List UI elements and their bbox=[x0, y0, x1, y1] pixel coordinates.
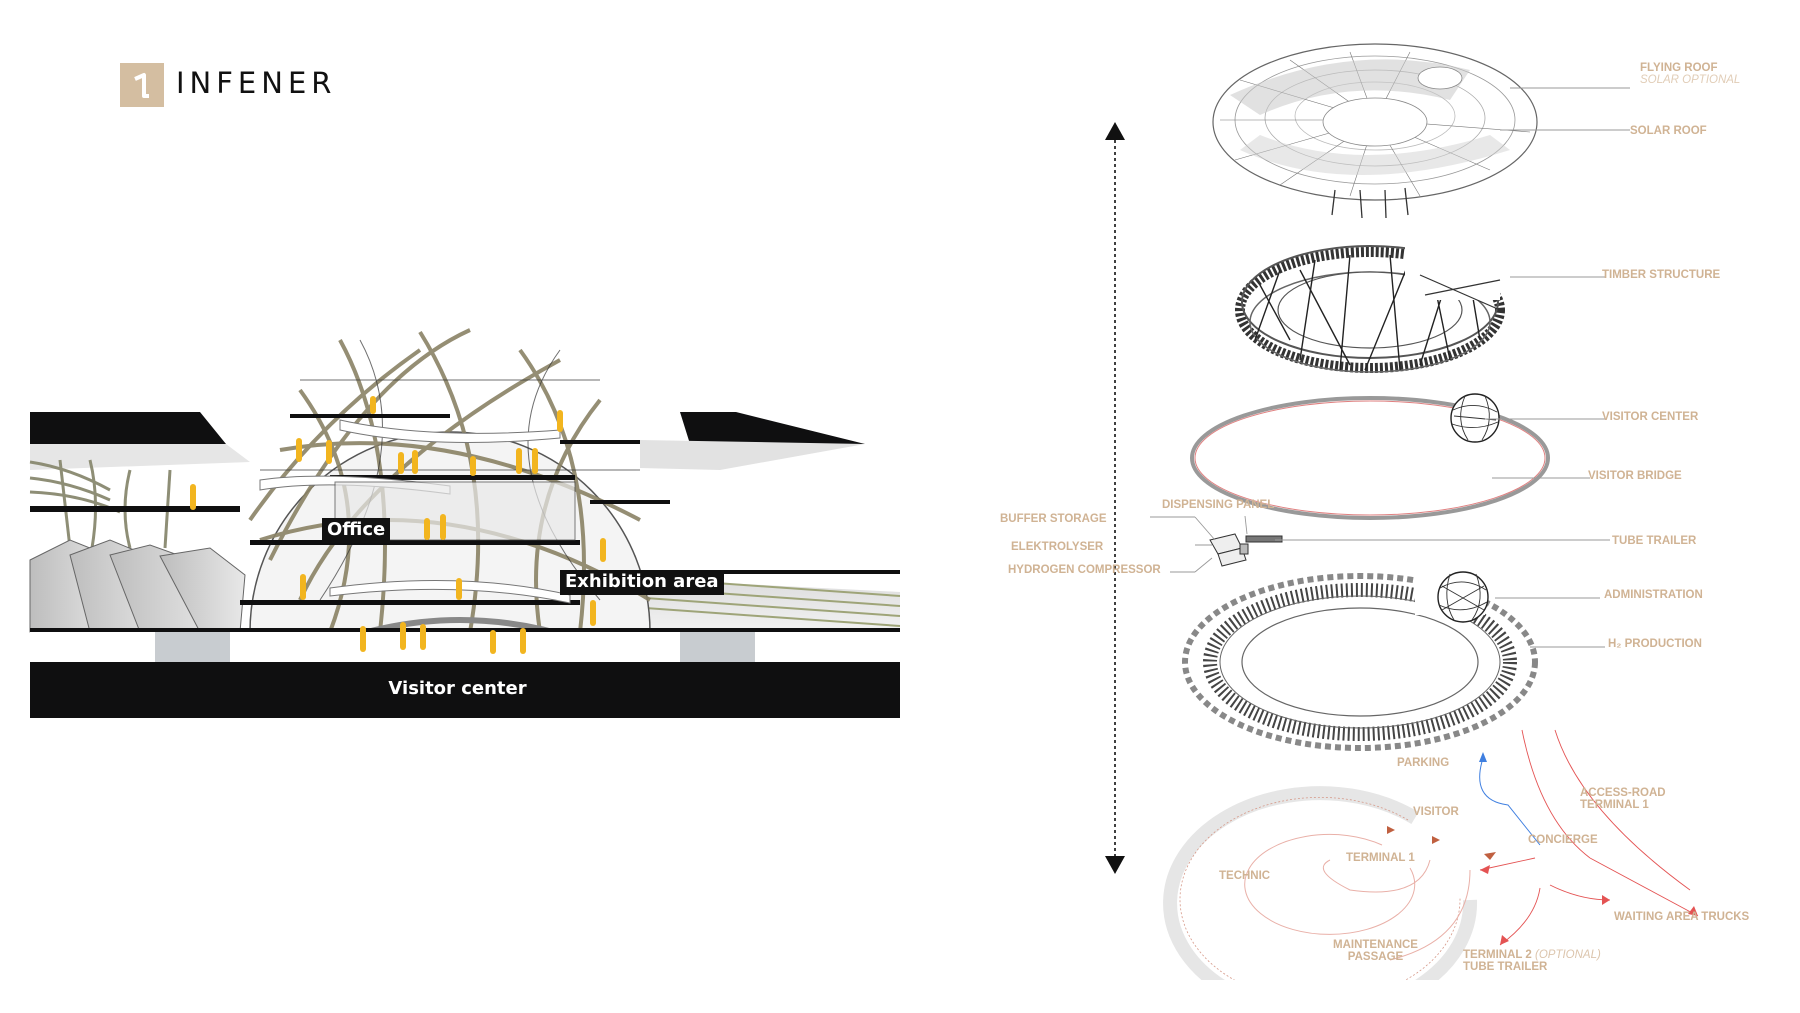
visitor-center-layer bbox=[1190, 393, 1550, 520]
label-terminal-2-optional: (OPTIONAL) bbox=[1535, 949, 1601, 961]
label-visitor: VISITOR bbox=[1413, 806, 1459, 818]
logo-mark bbox=[120, 63, 164, 107]
flying-roof-layer bbox=[1212, 43, 1538, 201]
label-parking: PARKING bbox=[1397, 757, 1450, 769]
label-administration: ADMINISTRATION bbox=[1604, 589, 1703, 601]
label-maintenance-passage: MAINTENANCE PASSAGE bbox=[1333, 939, 1418, 963]
label-buffer-storage: BUFFER STORAGE bbox=[1000, 513, 1107, 525]
label-elektrolyser: ELEKTROLYSER bbox=[1011, 541, 1104, 553]
exploded-axonometric-diagram bbox=[1150, 43, 1699, 980]
timber-structure-layer bbox=[1235, 245, 1505, 373]
equipment-cluster bbox=[1209, 533, 1283, 567]
logo-glyph-icon bbox=[134, 73, 149, 98]
h2-production-layer bbox=[1182, 571, 1538, 751]
label-visitor-center-diagram: VISITOR CENTER bbox=[1602, 411, 1699, 423]
label-flying-roof: FLYING ROOF SOLAR OPTIONAL bbox=[1640, 62, 1741, 86]
label-h2-production: H₂ PRODUCTION bbox=[1608, 638, 1702, 650]
brand-name: INFENER bbox=[176, 66, 337, 100]
vertical-height-arrow bbox=[1105, 122, 1125, 874]
label-dispensing-panel: DISPENSING PANEL bbox=[1162, 499, 1275, 511]
building-section-drawing bbox=[29, 328, 900, 718]
label-visitor-bridge: VISITOR BRIDGE bbox=[1588, 470, 1682, 482]
label-terminal-1: TERMINAL 1 bbox=[1346, 852, 1415, 864]
label-solar-optional: SOLAR OPTIONAL bbox=[1640, 74, 1741, 86]
label-waiting-area-trucks: WAITING AREA TRUCKS bbox=[1614, 911, 1750, 923]
label-technic: TECHNIC bbox=[1219, 870, 1271, 882]
label-tube-trailer: TUBE TRAILER bbox=[1612, 535, 1697, 547]
label-office: Office bbox=[322, 518, 391, 543]
site-plan bbox=[1163, 729, 1699, 980]
label-exhibition-area: Exhibition area bbox=[560, 570, 724, 595]
label-solar-roof: SOLAR ROOF bbox=[1630, 125, 1707, 137]
label-concierge: CONCIERGE bbox=[1528, 834, 1598, 846]
label-terminal-2: TERMINAL 2 (OPTIONAL) TUBE TRAILER bbox=[1463, 949, 1601, 973]
label-hydrogen-compressor: HYDROGEN COMPRESSOR bbox=[1008, 564, 1161, 576]
label-access-road: ACCESS-ROAD TERMINAL 1 bbox=[1580, 787, 1666, 811]
label-timber-structure: TIMBER STRUCTURE bbox=[1602, 269, 1721, 281]
label-visitor-center: Visitor center bbox=[388, 678, 527, 699]
